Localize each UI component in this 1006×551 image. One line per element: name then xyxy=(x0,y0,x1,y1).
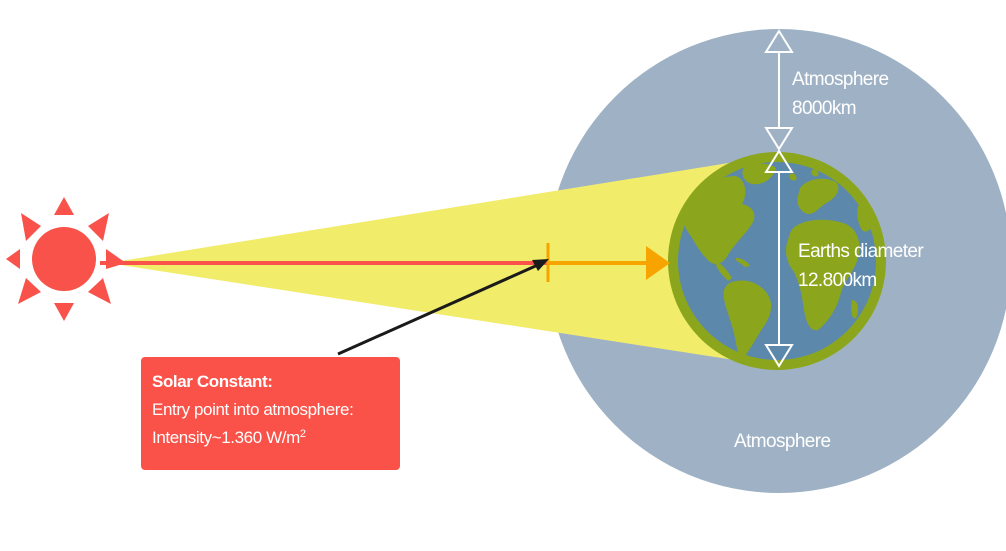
callout-pointer xyxy=(337,262,541,356)
solar-constant-callout: Solar Constant: Entry point into atmosph… xyxy=(141,357,400,470)
atmosphere-thickness-title: Atmosphere xyxy=(792,69,888,90)
atmosphere-region-label: Atmosphere xyxy=(734,431,830,452)
sun-icon xyxy=(6,197,126,321)
earth-diameter-title: Earths diameter xyxy=(798,241,924,262)
solar-constant-intensity: Intensity~1.360 W/m2 xyxy=(152,425,400,453)
entry-arrow-head xyxy=(646,246,670,280)
earth-diameter-value: 12.800km xyxy=(798,270,877,291)
solar-constant-title: Solar Constant: xyxy=(152,372,273,391)
atmosphere-thickness-value: 8000km xyxy=(792,98,856,119)
solar-constant-intensity-exponent: 2 xyxy=(299,428,306,440)
solar-constant-entry-point: Entry point into atmosphere: xyxy=(152,400,354,419)
atmosphere-thickness-measure xyxy=(764,29,794,151)
solar-constant-intensity-value: Intensity~1.360 W/m xyxy=(152,428,300,447)
callout-pointer-head xyxy=(532,259,549,271)
earth-globe-icon xyxy=(668,152,886,370)
earth-diameter-measure xyxy=(764,149,794,368)
